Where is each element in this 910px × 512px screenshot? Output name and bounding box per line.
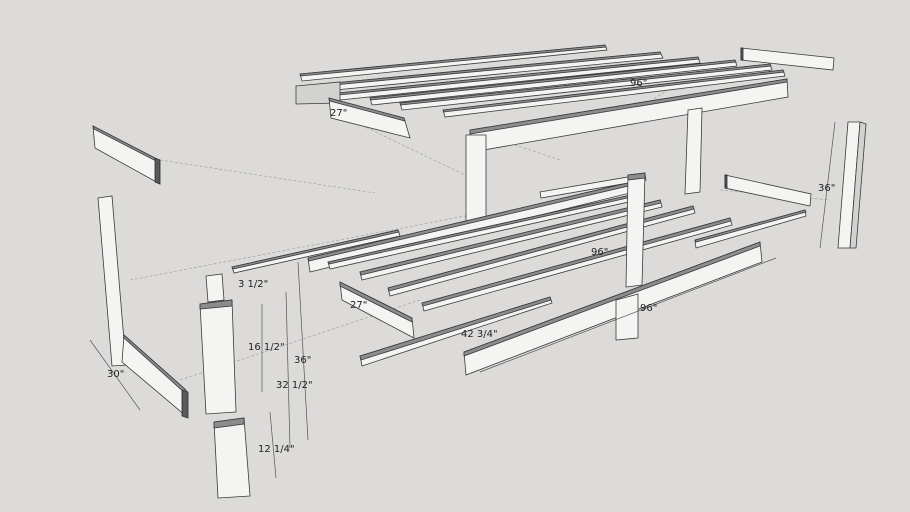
dim-top-cleat: 27" — [330, 108, 347, 119]
dim-leg-overall: 36" — [294, 355, 311, 366]
shelf-board[interactable] — [359, 296, 553, 367]
dim-leg-lower-notch: 32 1/2" — [276, 380, 313, 391]
dim-shelf-cleat: 27" — [350, 300, 367, 311]
right-stretcher[interactable] — [724, 174, 812, 207]
dim-leg-lower: 12 1/4" — [258, 444, 295, 455]
top-front-beam[interactable] — [469, 78, 789, 153]
dim-shelf-board: 42 3/4" — [461, 329, 498, 340]
dim-foot: 30" — [107, 369, 124, 380]
top-cleat-right[interactable] — [740, 47, 835, 71]
shelf-cleat[interactable] — [339, 281, 415, 339]
top-legs[interactable] — [465, 107, 703, 223]
front-rail[interactable] — [463, 241, 763, 376]
dim-right-leg: 36" — [818, 183, 835, 194]
right-leg-notched[interactable] — [837, 121, 867, 249]
left-stretcher-block[interactable] — [92, 125, 161, 185]
left-foot[interactable] — [121, 334, 189, 419]
dim-leg-upper: 16 1/2" — [248, 342, 285, 353]
dim-top-length: 96" — [630, 78, 647, 89]
dim-leg-notch-top: 3 1/2" — [238, 279, 268, 290]
shelf-center-leg[interactable] — [625, 172, 646, 288]
shelf-slats[interactable] — [231, 173, 807, 312]
dimension-labels: 96" 27" 36" 96" 96" 27" 42 3/4" 30" 3 1/… — [107, 78, 835, 455]
left-leg-notched[interactable] — [97, 195, 127, 367]
dim-front-rail: 96" — [640, 303, 657, 314]
top-slats[interactable] — [295, 44, 786, 118]
dim-shelf-length: 96" — [591, 247, 608, 258]
leg-detail-front[interactable] — [199, 273, 251, 499]
top-cleat-left[interactable] — [328, 97, 411, 139]
dimension-lines — [89, 121, 836, 479]
